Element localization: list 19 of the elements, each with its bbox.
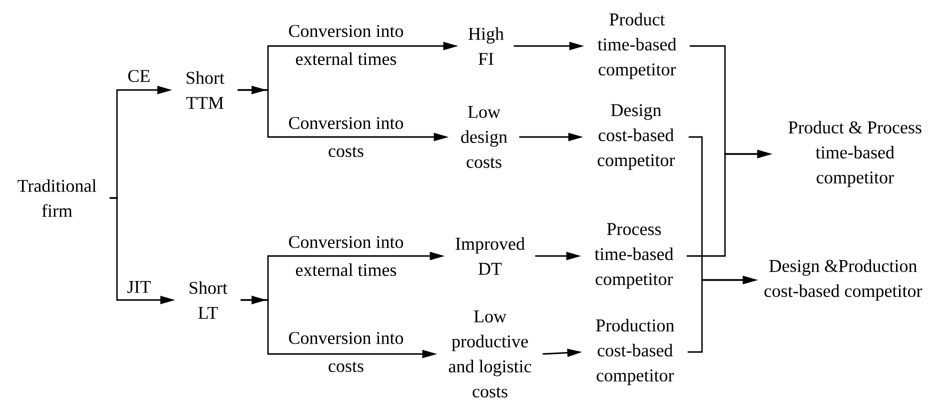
edge-label: Conversion into costs <box>289 332 404 372</box>
node-text: Short LT <box>190 281 228 319</box>
node-text: Low design costs <box>461 106 508 168</box>
node-text: Design &Production cost-based competitor <box>764 259 922 301</box>
node-text: Traditional firm <box>18 179 96 217</box>
node-text: Short TTM <box>186 71 224 109</box>
edge-label: Conversion into external times <box>289 24 404 66</box>
node-text: Production cost-based competitor <box>596 318 674 386</box>
node-text: Improved DT <box>456 237 525 275</box>
edge-label: Conversion into costs <box>289 116 404 158</box>
node-text: Low productive and logistic costs <box>448 310 532 398</box>
node-text: Product time-based competitor <box>598 12 676 80</box>
edge-label: Conversion into external times <box>289 236 404 276</box>
node-text: High FI <box>468 27 504 65</box>
node-text: Design cost-based competitor <box>598 104 675 170</box>
edge-label: JIT <box>127 281 151 293</box>
node-text: Process time-based competitor <box>594 223 674 289</box>
node-text: Product & Process time-based competitor <box>788 120 922 188</box>
edge-label: CE <box>128 70 150 82</box>
